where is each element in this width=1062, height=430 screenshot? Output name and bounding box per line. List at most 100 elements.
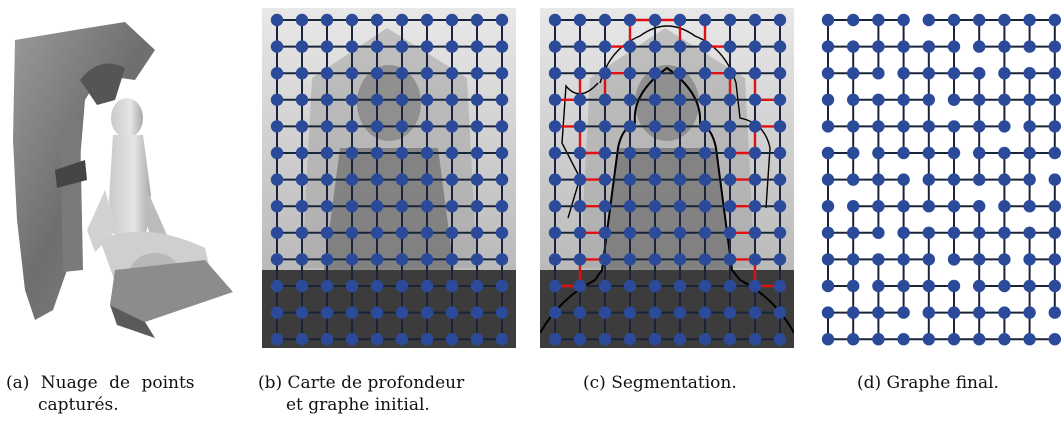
- graph-node: [623, 279, 637, 293]
- graph-node: [345, 120, 359, 133]
- caption-d-line1: (d) Graphe final.: [857, 373, 999, 393]
- graph-node: [395, 93, 409, 107]
- graph-node: [270, 13, 284, 27]
- graph-node: [548, 67, 562, 80]
- graph-node: [872, 200, 885, 213]
- graph-node: [370, 93, 384, 107]
- graph-node: [548, 173, 562, 186]
- graph-node: [773, 13, 787, 27]
- graph-node: [973, 67, 986, 80]
- graph-node: [821, 93, 835, 107]
- graph-node: [420, 173, 434, 186]
- graph-node: [370, 13, 384, 27]
- graph-node: [270, 93, 284, 107]
- graph-node: [648, 279, 662, 293]
- graph-node: [1023, 253, 1036, 266]
- graph-node: [320, 13, 334, 27]
- graph-node: [420, 253, 434, 266]
- graph-node: [673, 253, 687, 266]
- graph-node: [573, 40, 587, 53]
- graph-node: [370, 200, 384, 213]
- graph-node: [922, 120, 935, 133]
- graph-node: [320, 226, 334, 239]
- graph-node: [345, 93, 359, 107]
- graph-node: [897, 93, 910, 107]
- graph-node: [370, 279, 384, 293]
- graph-node: [495, 146, 509, 160]
- graph-node: [445, 279, 459, 293]
- graph-node: [773, 67, 787, 80]
- graph-node: [872, 333, 885, 346]
- graph-node: [947, 120, 961, 133]
- graph-node: [821, 67, 835, 80]
- graph-node: [748, 120, 762, 133]
- graph-node: [998, 226, 1011, 239]
- graph-node: [370, 333, 384, 346]
- graph-node: [370, 226, 384, 239]
- graph-node: [947, 226, 961, 239]
- graph-node: [897, 146, 910, 160]
- graph-node: [773, 306, 787, 319]
- graph-node: [598, 93, 612, 107]
- graph-node: [897, 279, 910, 293]
- graph-node: [947, 279, 961, 293]
- graph-node: [673, 67, 687, 80]
- graph-node: [548, 226, 562, 239]
- caption-b-line1: (b) Carte de profondeur: [258, 373, 465, 393]
- graph-node: [998, 40, 1011, 53]
- graph-node: [872, 306, 885, 319]
- graph-node: [295, 40, 309, 53]
- graph-node: [1048, 333, 1061, 346]
- graph-node: [973, 173, 986, 186]
- graph-node: [897, 173, 910, 186]
- panel-d-final-graph: [818, 8, 1062, 348]
- caption-a-line1: (a) Nuage de points: [6, 373, 195, 393]
- graph-node: [623, 306, 637, 319]
- graph-node: [1023, 306, 1036, 319]
- graph-node: [345, 200, 359, 213]
- graph-node: [270, 333, 284, 346]
- graph-node: [395, 226, 409, 239]
- graph-node: [947, 306, 961, 319]
- graph-node: [998, 67, 1011, 80]
- graph-node: [370, 306, 384, 319]
- graph-node: [623, 253, 637, 266]
- graph-node: [773, 279, 787, 293]
- graph-node: [1048, 13, 1061, 27]
- graph-node: [947, 173, 961, 186]
- graph-node: [847, 306, 860, 319]
- graph-node: [345, 306, 359, 319]
- caption-c-line1: (c) Segmentation.: [583, 373, 737, 393]
- graph-node: [698, 279, 712, 293]
- graph-node: [1048, 306, 1061, 319]
- graph-node: [748, 253, 762, 266]
- graph-node: [748, 173, 762, 186]
- graph-node: [470, 146, 484, 160]
- segmentation-graph: [540, 8, 794, 348]
- graph-node: [973, 13, 986, 27]
- graph-node: [470, 226, 484, 239]
- graph-node: [495, 40, 509, 53]
- graph-node: [598, 279, 612, 293]
- graph-node: [548, 40, 562, 53]
- graph-node: [470, 306, 484, 319]
- graph-node: [295, 67, 309, 80]
- graph-node: [673, 173, 687, 186]
- graph-node: [748, 200, 762, 213]
- graph-node: [470, 120, 484, 133]
- graph-node: [495, 333, 509, 346]
- graph-node: [1023, 146, 1036, 160]
- graph-node: [847, 93, 860, 107]
- graph-node: [598, 120, 612, 133]
- graph-node: [773, 146, 787, 160]
- graph-node: [922, 93, 935, 107]
- graph-node: [370, 253, 384, 266]
- graph-node: [495, 306, 509, 319]
- graph-node: [548, 333, 562, 346]
- graph-node: [648, 226, 662, 239]
- graph-node: [1048, 146, 1061, 160]
- graph-node: [998, 200, 1011, 213]
- graph-node: [947, 200, 961, 213]
- graph-node: [1023, 120, 1036, 133]
- graph-node: [897, 67, 910, 80]
